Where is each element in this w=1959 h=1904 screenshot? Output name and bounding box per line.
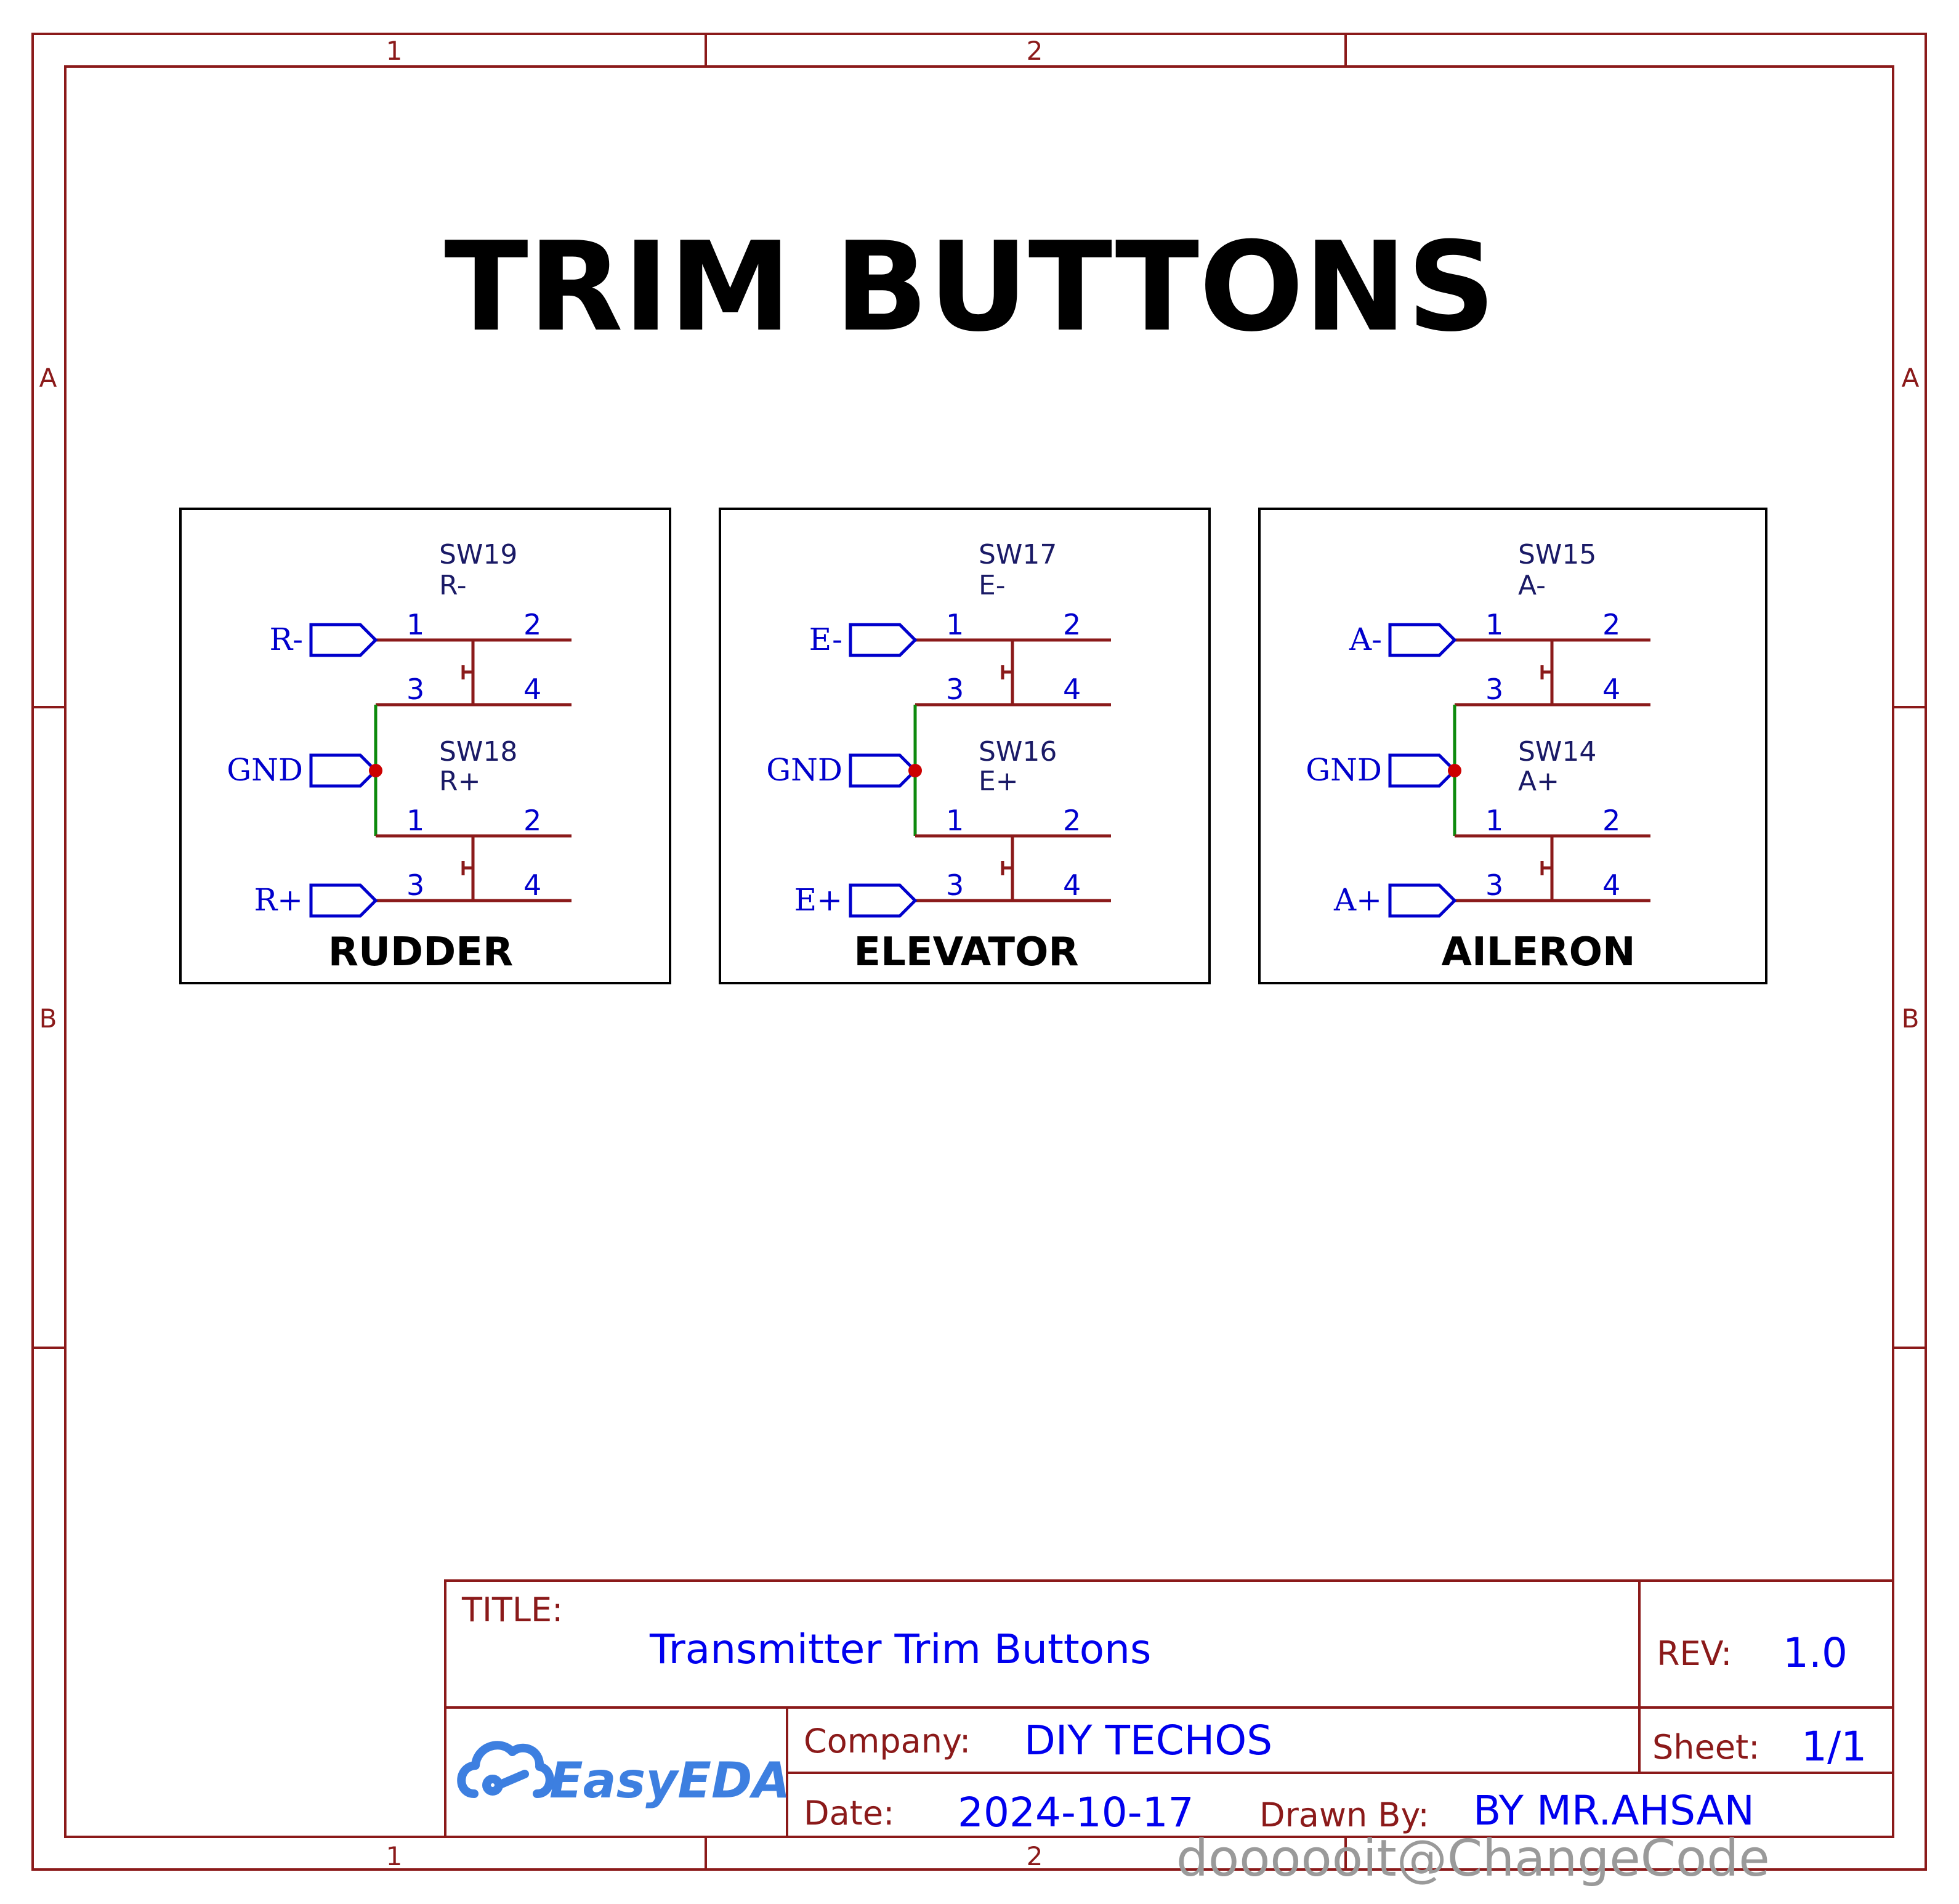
zone-col-1-bottom: 1 — [386, 1841, 403, 1871]
switch-group-elevator: SW17 E- 1 2 3 4 E- GND SW16 E+ 1 2 3 4 E… — [719, 508, 1211, 984]
pin-label: 2 — [1063, 804, 1081, 837]
zone-col-2-top: 2 — [1027, 36, 1043, 66]
pin-label: 4 — [1602, 869, 1620, 902]
pin-label: 3 — [946, 673, 964, 706]
cloud-icon — [457, 1741, 554, 1798]
net-port — [1388, 883, 1457, 918]
net-label: E+ — [794, 882, 842, 918]
switch-designator: SW15 — [1518, 539, 1596, 570]
pin-label: 2 — [523, 608, 541, 641]
group-box — [1258, 508, 1767, 984]
watermark: doooooit@ChangeCode — [1176, 1829, 1770, 1888]
gnd-label: GND — [227, 752, 303, 788]
rev-key: REV: — [1657, 1634, 1732, 1673]
switch-group-aileron: SW15 A- 1 2 3 4 A- GND SW14 A+ 1 2 3 4 A… — [1258, 508, 1767, 984]
switch-value: A- — [1518, 570, 1546, 601]
pin-label: 2 — [523, 804, 541, 837]
pin-label: 4 — [1063, 869, 1081, 902]
pin-label: 1 — [946, 804, 964, 837]
gnd-label: GND — [1306, 752, 1382, 788]
junction-dot — [908, 764, 922, 777]
gnd-port — [1388, 753, 1457, 788]
pin-label: 1 — [406, 608, 424, 641]
company-value: DIY TECHOS — [1024, 1717, 1272, 1764]
title-block: TITLE: Transmitter Trim Buttons REV: 1.0… — [444, 1579, 1894, 1838]
zone-col-1-top: 1 — [386, 36, 403, 66]
switch-value: E+ — [979, 766, 1019, 797]
zone-dividers — [33, 34, 1926, 1870]
net-port — [1388, 623, 1457, 657]
page-title: TRIM BUTTONS — [444, 216, 1495, 359]
switch-group-rudder: SW19 R- 1 2 3 4 R- GND SW18 R+ 1 2 3 4 — [179, 508, 671, 984]
zone-row-a-left: A — [39, 363, 57, 393]
zone-col-2-bottom: 2 — [1027, 1841, 1043, 1871]
date-key: Date: — [804, 1794, 894, 1833]
logo-wordmark: EasyEDA — [549, 1752, 790, 1809]
pin-label: 2 — [1602, 804, 1620, 837]
group-label: RUDDER — [328, 930, 514, 975]
switch-value: R+ — [439, 766, 480, 797]
zone-row-a-right: A — [1902, 363, 1920, 393]
pin-label: 4 — [1602, 673, 1620, 706]
switch-designator: SW18 — [439, 736, 517, 768]
rev-value: 1.0 — [1783, 1629, 1848, 1677]
gnd-port — [849, 753, 918, 788]
net-port — [309, 623, 378, 657]
drawn-by-key: Drawn By: — [1259, 1796, 1429, 1834]
pin-label: 1 — [406, 804, 424, 837]
outer-frame-border — [31, 33, 1927, 1871]
group-label: ELEVATOR — [854, 930, 1078, 975]
sheet-key: Sheet: — [1652, 1728, 1759, 1767]
gnd-port — [309, 753, 378, 788]
net-label: A+ — [1333, 882, 1382, 918]
pin-label: 4 — [523, 673, 541, 706]
pin-label: 4 — [523, 869, 541, 902]
company-key: Company: — [804, 1722, 971, 1760]
pin-label: 3 — [1485, 869, 1503, 902]
date-value: 2024-10-17 — [958, 1789, 1194, 1836]
pin-label: 2 — [1602, 608, 1620, 641]
switch-value: A+ — [1518, 766, 1559, 797]
switch-designator: SW16 — [979, 736, 1057, 768]
pin-label: 3 — [1485, 673, 1503, 706]
group-box — [719, 508, 1211, 984]
group-box — [179, 508, 671, 984]
net-label: R+ — [254, 882, 303, 918]
net-label: A- — [1349, 622, 1382, 657]
pin-label: 3 — [406, 673, 424, 706]
pin-label: 1 — [1485, 608, 1503, 641]
junction-dot — [1448, 764, 1461, 777]
net-port — [849, 883, 918, 918]
gnd-label: GND — [766, 752, 842, 788]
pin-label: 2 — [1063, 608, 1081, 641]
zone-row-b-left: B — [39, 1003, 57, 1034]
pin-label: 3 — [946, 869, 964, 902]
pin-label: 1 — [1485, 804, 1503, 837]
net-label: R- — [269, 622, 303, 657]
easyeda-logo: EasyEDA — [457, 1741, 790, 1809]
junction-dot — [369, 764, 382, 777]
switch-value: E- — [979, 570, 1006, 601]
drawn-by-value: BY MR.AHSAN — [1473, 1787, 1755, 1834]
net-port — [309, 883, 378, 918]
title-value: Transmitter Trim Buttons — [649, 1626, 1151, 1673]
net-port — [849, 623, 918, 657]
group-label: AILERON — [1441, 930, 1635, 975]
title-key: TITLE: — [461, 1590, 563, 1629]
switch-designator: SW19 — [439, 539, 517, 570]
zone-row-b-right: B — [1902, 1003, 1920, 1034]
net-label: E- — [809, 622, 842, 657]
switch-value: R- — [439, 570, 467, 601]
sheet-value: 1/1 — [1801, 1723, 1867, 1770]
switch-designator: SW14 — [1518, 736, 1596, 768]
switch-designator: SW17 — [979, 539, 1057, 570]
pin-label: 3 — [406, 869, 424, 902]
pin-label: 1 — [946, 608, 964, 641]
pin-label: 4 — [1063, 673, 1081, 706]
